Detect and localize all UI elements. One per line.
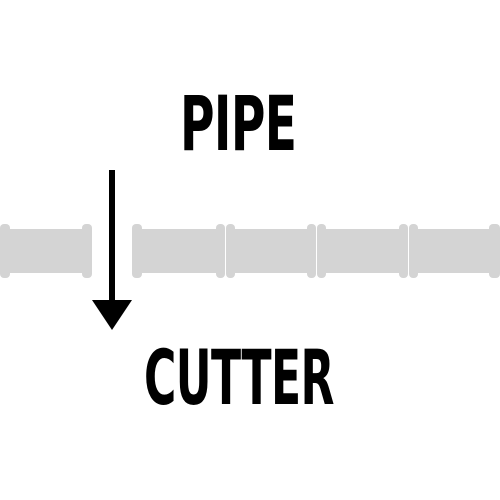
pipe-coupling-4a [399, 224, 408, 278]
title-top-word: PIPE [180, 79, 297, 168]
pipe-segment-5 [414, 229, 494, 273]
pipe-coupling-2a [216, 224, 225, 278]
pipe-coupling-3a [307, 224, 316, 278]
pipe-segment-4 [322, 229, 404, 273]
arrow-down-icon [92, 170, 132, 330]
pipe-group [0, 224, 500, 278]
pipe-segment-2 [140, 229, 220, 273]
arrow-head [92, 300, 132, 330]
pipe-segment-1 [6, 229, 86, 273]
pipe-flange-1-right [82, 224, 92, 278]
arrow-shaft [109, 170, 115, 310]
title-bottom-word: CUTTER [144, 333, 334, 422]
pipe-segment-3 [232, 229, 312, 273]
pipe-flange-left-edge [0, 224, 10, 278]
pipe-flange-right-edge [489, 224, 500, 278]
pipe-flange-2-left [132, 224, 142, 278]
